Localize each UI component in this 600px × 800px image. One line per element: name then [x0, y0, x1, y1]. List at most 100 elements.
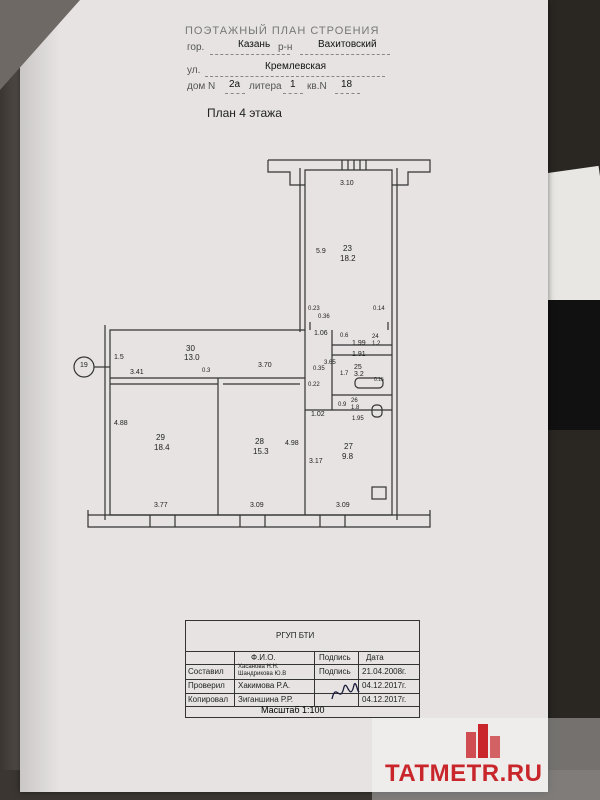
- background-dark-object: [545, 300, 600, 430]
- district-label: р-н: [278, 42, 293, 53]
- dim-3-09-left: 3.09: [250, 502, 264, 509]
- title-block-row-2: Проверил Хакимова Р.А. 04.12.2017г.: [186, 679, 419, 694]
- col-fio: Ф.И.О.: [251, 653, 276, 662]
- room-23-number: 23: [343, 244, 352, 253]
- paper-corner: [0, 0, 80, 90]
- inner-walls-rooms: [110, 377, 306, 515]
- dim-3-70: 3.70: [258, 362, 272, 369]
- row1-role: Составил: [188, 667, 224, 676]
- inner-walls-misc: [305, 322, 392, 411]
- plan-title: План 4 этажа: [207, 106, 282, 120]
- room-24-area: 1.2: [372, 341, 381, 347]
- house-label: дом N: [187, 81, 216, 92]
- building-logo-icon: [466, 724, 500, 758]
- district-line: [300, 54, 390, 55]
- room-26-area: 1.8: [351, 405, 360, 411]
- outer-wall-thickness: [104, 168, 398, 520]
- dim-1-02: 1.02: [311, 411, 325, 418]
- dim-0-23: 0.23: [308, 306, 320, 312]
- title-block-org: РГУП БТИ: [276, 631, 315, 640]
- bathtub: [354, 377, 384, 389]
- dim-0-36: 0.36: [318, 314, 330, 320]
- row1-name2: Шандрикова Ю.В: [238, 671, 287, 677]
- apartment-label: кв.N: [307, 81, 327, 92]
- city-label: гор.: [187, 42, 205, 53]
- room-23-area: 18.2: [340, 254, 356, 263]
- room-25-number: 25: [354, 364, 362, 371]
- room-24-number: 24: [372, 334, 379, 340]
- city-line: [210, 54, 290, 55]
- row1-sign: Подпись: [319, 667, 351, 676]
- room-27-number: 27: [344, 442, 353, 451]
- house-line: [225, 93, 245, 94]
- dim-0-15: 0.15: [374, 377, 384, 383]
- col-sign: Подпись: [319, 653, 351, 662]
- dim-top-width: 3.10: [340, 180, 354, 187]
- title-block-row-1: Составил Хасанова Н.Н. Шандрикова Ю.В По…: [186, 664, 419, 680]
- row1-name1: Хасанова Н.Н.: [238, 664, 279, 670]
- room-27-area: 9.8: [342, 452, 354, 461]
- dim-1-5: 1.5: [114, 354, 124, 361]
- inner-walls-bath: [304, 330, 392, 410]
- title-block-row-3: Копировал Зиганшина Р.Р. 04.12.2017г.: [186, 693, 419, 707]
- row2-role: Проверил: [188, 681, 225, 690]
- stove: [371, 486, 387, 500]
- dim-3-65: 3.65: [324, 360, 336, 366]
- room-29-number: 29: [156, 433, 165, 442]
- dim-4-98: 4.98: [285, 440, 299, 447]
- street-line: [205, 76, 385, 77]
- dim-4-88: 4.88: [114, 420, 128, 427]
- row2-date: 04.12.2017г.: [362, 681, 407, 690]
- scale-text: Масштаб 1:100: [261, 705, 325, 715]
- signature: [331, 683, 360, 700]
- dim-1-06: 1.06: [314, 330, 328, 337]
- dim-0-35: 0.35: [313, 366, 325, 372]
- room-29-area: 18.4: [154, 443, 170, 452]
- row3-name: Зиганшина Р.Р.: [238, 695, 293, 704]
- room-25-area: 3.2: [354, 371, 364, 378]
- dim-0-6: 0.6: [340, 333, 349, 339]
- room-28-number: 28: [255, 437, 264, 446]
- litera-value: 1: [290, 79, 296, 90]
- dim-1-99: 1.99: [352, 340, 366, 347]
- dim-3-17: 3.17: [309, 458, 323, 465]
- col-date: Дата: [366, 653, 384, 662]
- toilet: [371, 404, 383, 418]
- street-value: Кремлевская: [265, 61, 326, 72]
- axis-label: 19: [80, 362, 88, 369]
- title-block-org-row: РГУП БТИ: [186, 621, 419, 652]
- row2-name: Хакимова Р.А.: [238, 681, 291, 690]
- room-30-number: 30: [186, 344, 195, 353]
- top-window-frame: [267, 159, 431, 186]
- top-window-panes: [341, 160, 367, 170]
- room-26-number: 26: [351, 398, 358, 404]
- col-divider-3: [358, 651, 359, 706]
- sheet-shadow: [20, 0, 60, 792]
- litera-line: [283, 93, 303, 94]
- apartment-value: 18: [341, 79, 353, 90]
- dim-1-95: 1.95: [352, 416, 364, 422]
- apartment-line: [335, 93, 360, 94]
- dim-0-14: 0.14: [373, 306, 385, 312]
- dim-3-41: 3.41: [130, 369, 144, 376]
- outer-wall: [109, 169, 393, 516]
- dim-0-3: 0.3: [202, 368, 211, 374]
- title-block: РГУП БТИ Ф.И.О. Подпись Дата Составил Ха…: [185, 620, 420, 718]
- house-value: 2а: [229, 79, 241, 90]
- doc-title: ПОЭТАЖНЫЙ ПЛАН СТРОЕНИЯ: [185, 25, 380, 37]
- street-label: ул.: [187, 65, 201, 76]
- dim-3-09-right: 3.09: [336, 502, 350, 509]
- dim-0-22: 0.22: [308, 382, 320, 388]
- city-value: Казань: [238, 39, 271, 50]
- col-divider-1: [234, 651, 235, 706]
- bottom-windows: [149, 515, 346, 527]
- watermark-text: TATMETR.RU: [385, 760, 543, 787]
- row3-role: Копировал: [188, 695, 229, 704]
- title-block-header-row: Ф.И.О. Подпись Дата: [186, 651, 419, 665]
- bottom-wall: [87, 510, 431, 528]
- row3-date: 04.12.2017г.: [362, 695, 407, 704]
- row1-date: 21.04.2008г.: [362, 667, 407, 676]
- dim-1-91: 1.91: [352, 351, 366, 358]
- district-value: Вахитовский: [318, 39, 377, 50]
